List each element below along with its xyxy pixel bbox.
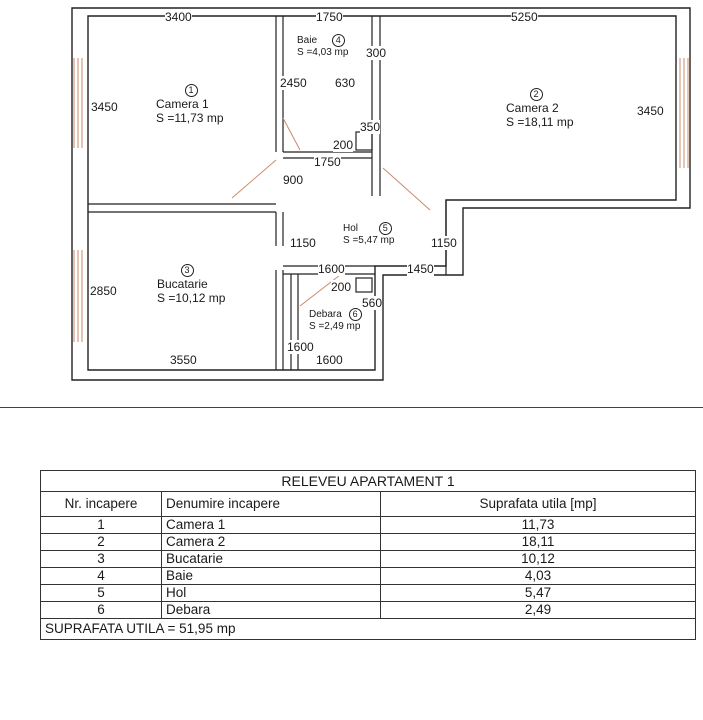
windows <box>73 58 689 342</box>
room-number-badge: 6 <box>348 308 362 321</box>
cell-suprafata: 11,73 <box>380 516 696 534</box>
dim-630: 630 <box>335 76 356 90</box>
room-name: Camera 1 <box>156 97 209 111</box>
dim-560: 560 <box>362 296 383 310</box>
cell-denumire: Camera 2 <box>161 533 381 551</box>
dim-1150-left: 1150 <box>290 236 316 250</box>
header-nr: Nr. incapere <box>40 491 162 517</box>
cell-denumire: Baie <box>161 567 381 585</box>
dim-3450-right: 3450 <box>637 104 664 118</box>
table-row: 5 Hol 5,47 <box>40 584 696 602</box>
dim-1750-mid: 1750 <box>314 155 341 169</box>
header-denumire: Denumire incapere <box>161 491 381 517</box>
dim-200-low: 200 <box>331 280 352 294</box>
room-number-badge: 4 <box>331 34 345 47</box>
cell-suprafata: 5,47 <box>380 584 696 602</box>
room-camera-2: 2 Camera 2 S =18,11 mp <box>506 86 574 129</box>
room-area: S =2,49 mp <box>309 321 361 332</box>
dim-5250: 5250 <box>511 10 538 24</box>
dim-350: 350 <box>360 120 381 134</box>
room-debara: Debara 6 S =2,49 mp <box>309 308 362 333</box>
dim-1600-vert: 1600 <box>287 340 314 354</box>
dim-3450-left: 3450 <box>91 100 118 114</box>
dim-1750-top: 1750 <box>316 10 343 24</box>
cell-suprafata: 4,03 <box>380 567 696 585</box>
dim-1600-bottom: 1600 <box>316 353 343 367</box>
table-title: RELEVEU APARTAMENT 1 <box>40 470 696 492</box>
room-number-badge: 1 <box>184 84 198 97</box>
room-camera-1: 1 Camera 1 S =11,73 mp <box>156 82 226 125</box>
room-number-badge: 5 <box>378 222 392 235</box>
cell-nr: 3 <box>40 550 162 568</box>
room-area: S =10,12 mp <box>157 291 226 305</box>
room-number-badge: 3 <box>180 264 194 277</box>
room-name: Hol <box>343 223 359 234</box>
room-area: S =5,47 mp <box>343 235 395 246</box>
table-row: 6 Debara 2,49 <box>40 601 696 619</box>
cell-denumire: Bucatarie <box>161 550 381 568</box>
total-area: SUPRAFATA UTILA = 51,95 mp <box>40 618 696 640</box>
dim-1150-right: 1150 <box>431 236 457 250</box>
dim-1600-mid: 1600 <box>318 262 345 276</box>
dim-200-top: 200 <box>333 138 354 152</box>
cell-nr: 5 <box>40 584 162 602</box>
table-row: 2 Camera 2 18,11 <box>40 533 696 551</box>
dimension-labels: 3400 1750 5250 3450 2450 630 300 350 200… <box>90 10 664 367</box>
cell-suprafata: 18,11 <box>380 533 696 551</box>
room-area: S =18,11 mp <box>506 115 574 129</box>
room-name: Camera 2 <box>506 101 559 115</box>
cell-suprafata: 2,49 <box>380 601 696 619</box>
room-bucatarie: 3 Bucatarie S =10,12 mp <box>157 262 225 305</box>
room-area: S =11,73 mp <box>156 111 224 125</box>
cell-nr: 6 <box>40 601 162 619</box>
dim-300: 300 <box>366 46 387 60</box>
table-row: 3 Bucatarie 10,12 <box>40 550 696 568</box>
cell-suprafata: 10,12 <box>380 550 696 568</box>
room-name: Bucatarie <box>157 277 208 291</box>
dim-900: 900 <box>283 173 304 187</box>
dim-2450: 2450 <box>280 76 307 90</box>
cell-denumire: Debara <box>161 601 381 619</box>
room-area: S =4,03 mp <box>297 47 349 58</box>
dim-3550: 3550 <box>170 353 197 367</box>
room-hol: Hol 5 S =5,47 mp <box>343 222 394 247</box>
room-baie: Baie 4 S =4,03 mp <box>297 34 348 59</box>
room-labels: 1 Camera 1 S =11,73 mp 2 Camera 2 S =18,… <box>156 34 574 333</box>
divider-line <box>0 407 703 408</box>
table-row: 4 Baie 4,03 <box>40 567 696 585</box>
room-name: Baie <box>297 35 318 46</box>
dim-1450: 1450 <box>407 262 434 276</box>
cell-nr: 2 <box>40 533 162 551</box>
room-name: Debara <box>309 309 342 320</box>
room-summary-table: RELEVEU APARTAMENT 1 Nr. incapere Denumi… <box>40 470 696 640</box>
table-row: 1 Camera 1 11,73 <box>40 516 696 534</box>
cell-denumire: Hol <box>161 584 381 602</box>
header-suprafata: Suprafata utila [mp] <box>380 491 696 517</box>
cell-nr: 4 <box>40 567 162 585</box>
dim-3400: 3400 <box>165 10 192 24</box>
room-number-badge: 2 <box>529 88 543 101</box>
dim-2850: 2850 <box>90 284 117 298</box>
cell-denumire: Camera 1 <box>161 516 381 534</box>
cell-nr: 1 <box>40 516 162 534</box>
